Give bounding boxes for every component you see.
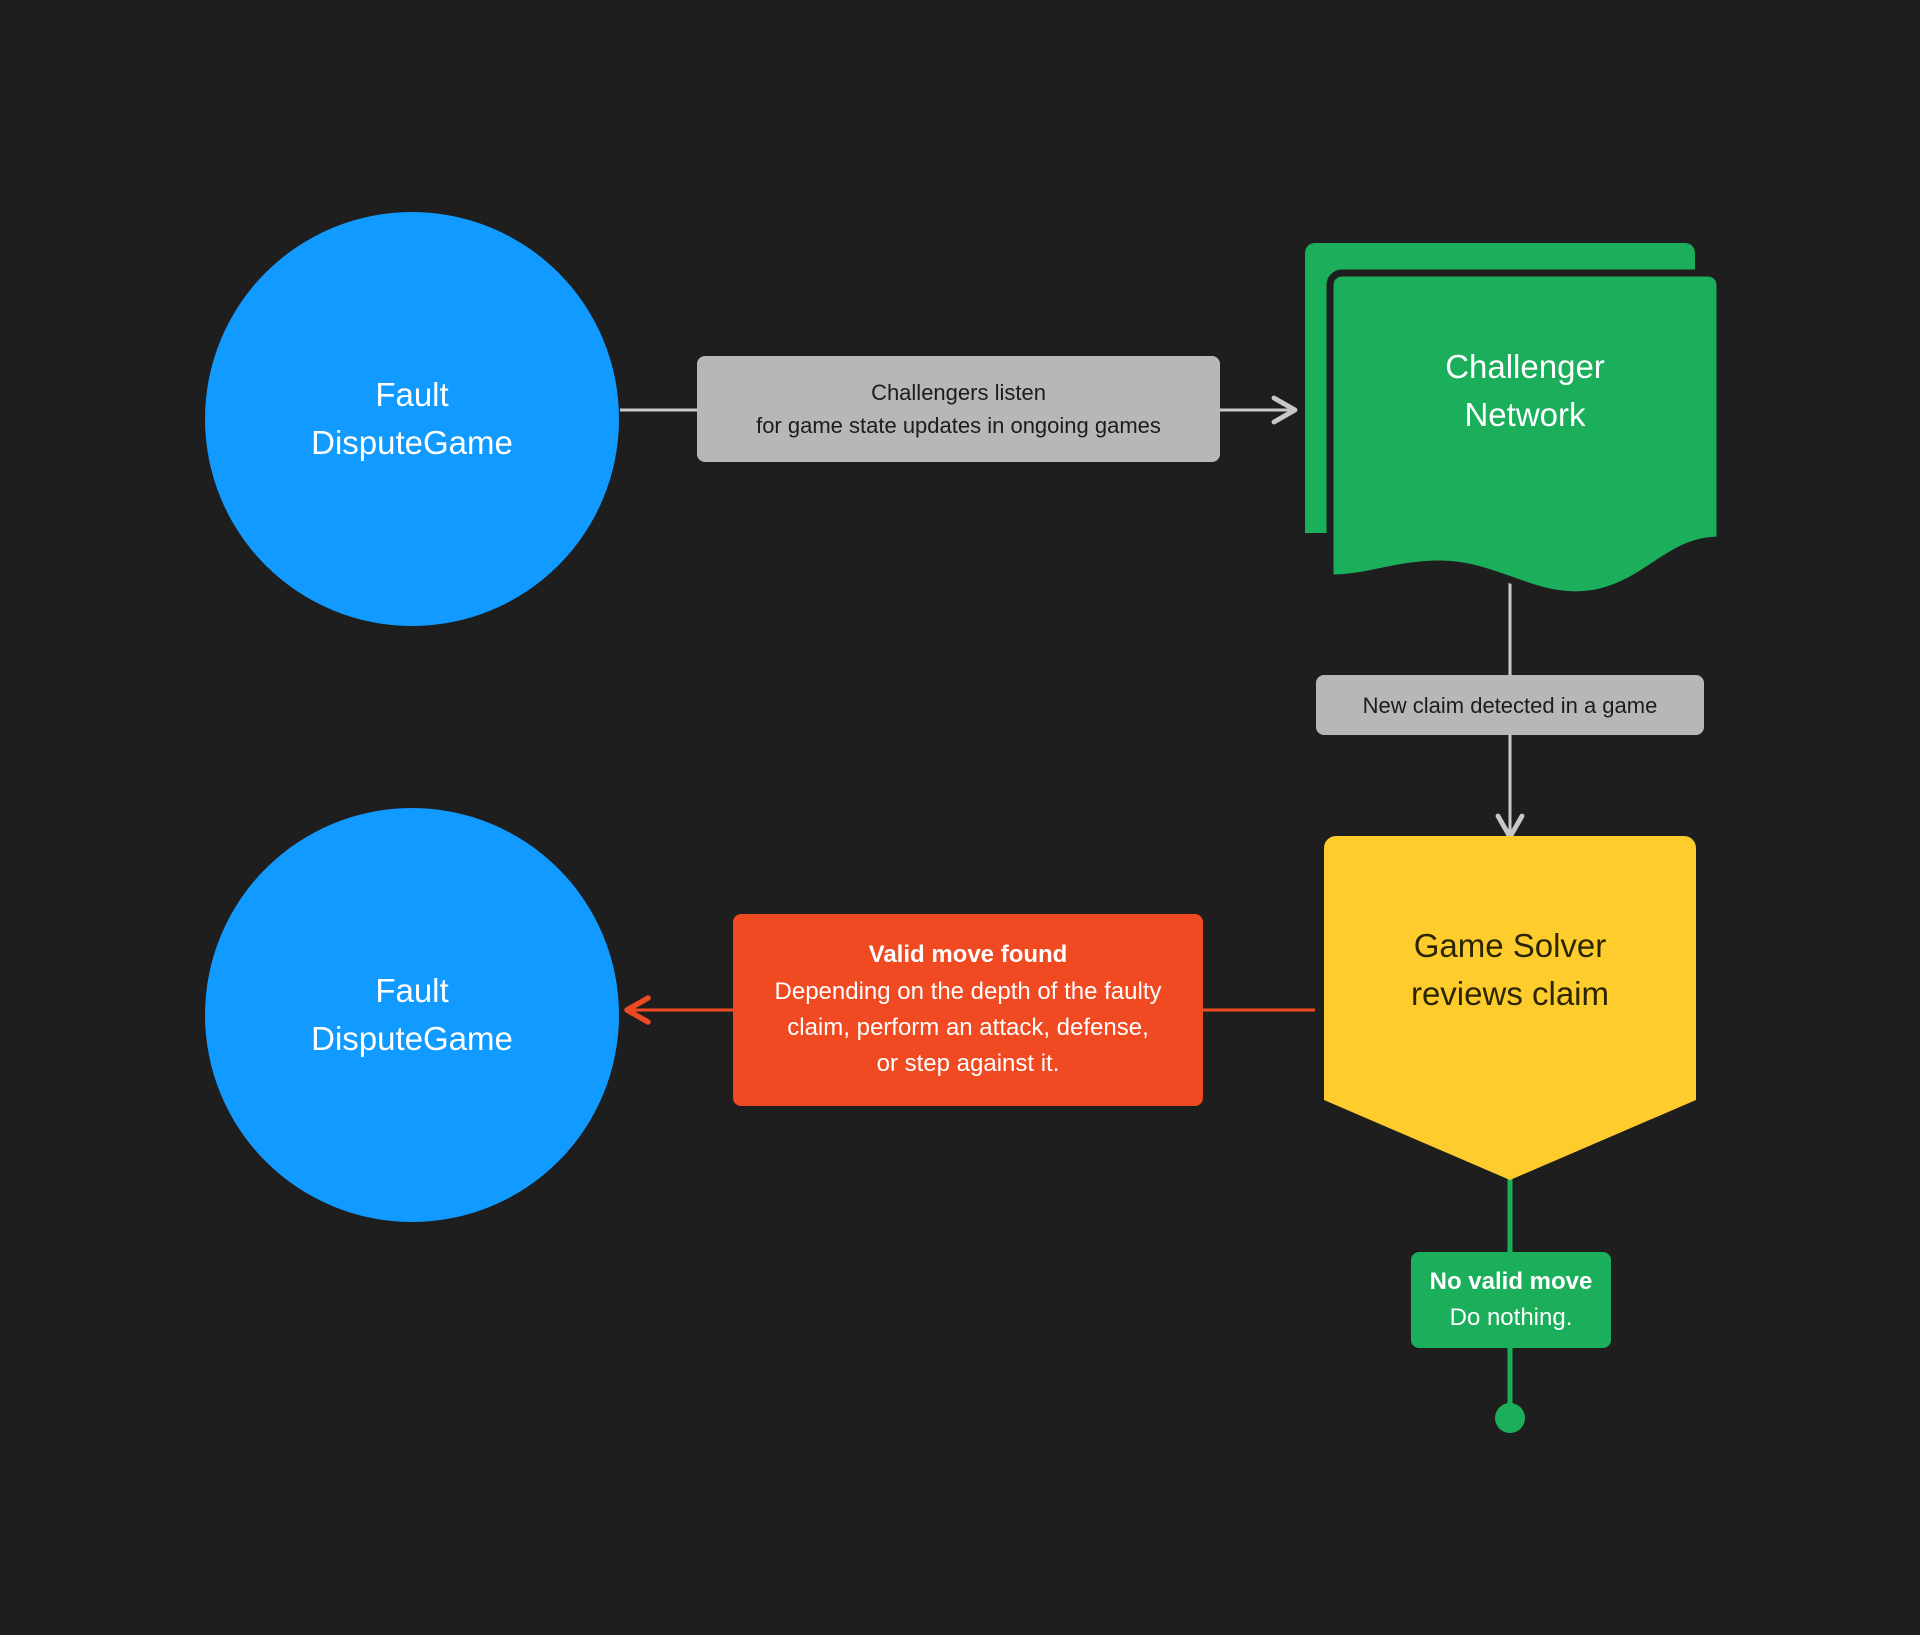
game-solver-shape[interactable] [1324, 836, 1696, 1180]
edge-label-line3: or step against it. [876, 1050, 1060, 1078]
node-fault-disputegame-top[interactable]: Fault DisputeGame [205, 212, 619, 626]
edge-label-new-claim[interactable]: New claim detected in a game [1316, 675, 1704, 735]
edge-label-no-valid-move[interactable]: No valid move Do nothing. [1411, 1252, 1611, 1348]
edge-label-heading: No valid move [1429, 1268, 1593, 1295]
edge-label-challengers-listen[interactable]: Challengers listen for game state update… [697, 356, 1220, 462]
edge-label-heading: Valid move found [868, 941, 1068, 969]
node-label-line2: DisputeGame [311, 1020, 513, 1057]
edge-label-line1: Challengers listen [871, 380, 1046, 405]
edge-label-line2: claim, perform an attack, defense, [787, 1014, 1149, 1041]
node-label-line1: Game Solver [1413, 927, 1607, 964]
node-label-line1: Fault [375, 376, 449, 414]
node-label-line2: reviews claim [1410, 974, 1610, 1012]
terminal-dot-icon [1495, 1403, 1525, 1433]
challenger-network-shape[interactable] [1305, 243, 1724, 599]
node-label-line1: Fault [375, 972, 449, 1010]
node-game-solver[interactable]: Game Solver reviews claim [1324, 836, 1696, 1180]
node-fault-disputegame-bottom[interactable]: Fault DisputeGame [205, 808, 619, 1222]
edge-label-line2: for game state updates in ongoing games [756, 413, 1161, 438]
edge-label-line1: New claim detected in a game [1362, 692, 1658, 718]
edge-label-valid-move[interactable]: Valid move found Depending on the depth … [733, 914, 1203, 1106]
document-front-layer [1326, 269, 1724, 599]
edge-label-line1: Depending on the depth of the faulty [774, 977, 1162, 1005]
node-label-line2: DisputeGame [311, 424, 513, 461]
pentagon-down-path [1324, 836, 1696, 1180]
edge-label-line1: Do nothing. [1449, 1304, 1573, 1331]
